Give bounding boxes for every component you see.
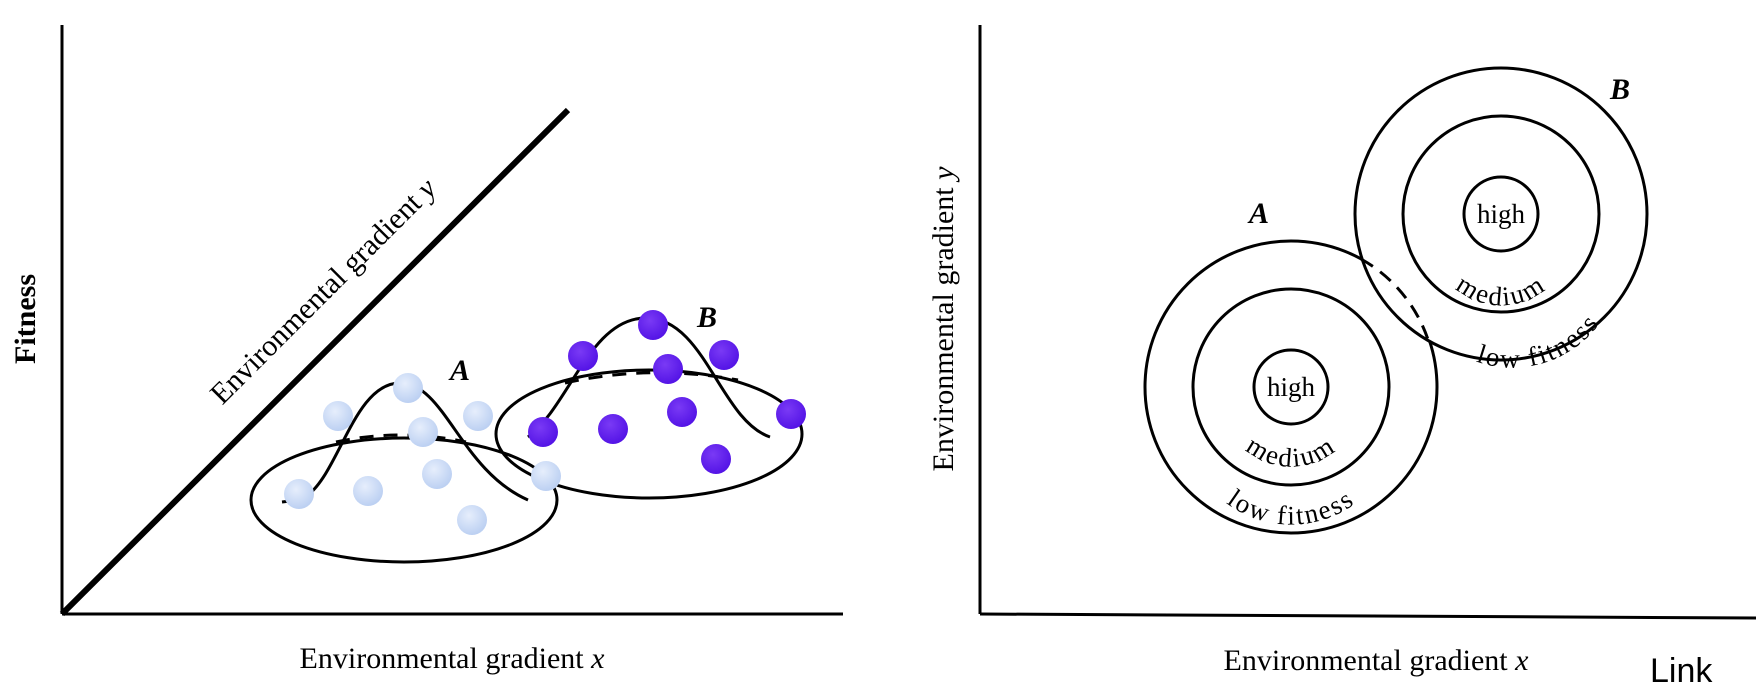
- fitness-axis-label: Fitness: [9, 274, 42, 364]
- peak-a-label: A: [448, 354, 470, 387]
- individual-b: [568, 341, 598, 371]
- zone-a-outer-ring: [1143, 239, 1439, 535]
- x-gradient-axis-label: Environmental gradient x: [300, 642, 606, 675]
- fitness-zone-b: [1353, 66, 1649, 362]
- zone-a-label: A: [1247, 197, 1269, 230]
- zone-b-middle-ring: [1401, 114, 1601, 314]
- zone-a-middle-ring: [1191, 287, 1391, 487]
- individual-b: [667, 397, 697, 427]
- individual-a: [422, 459, 452, 489]
- individual-a: [457, 505, 487, 535]
- individual-b: [701, 444, 731, 474]
- individual-b: [528, 417, 558, 447]
- zone-b-high-label: high: [1477, 199, 1526, 229]
- peak-b-dashed-base: [564, 371, 739, 385]
- y-gradient-axis-label-2: Environmental gradient y: [927, 166, 960, 472]
- y-label-2: Environmental gradient y: [927, 166, 960, 472]
- fitness-zone-a: [1143, 239, 1439, 535]
- left-panel: Fitness Environmental gradient x Environ…: [9, 25, 843, 675]
- zone-b-label: B: [1609, 73, 1630, 106]
- individual-a: [531, 461, 561, 491]
- individual-a: [323, 401, 353, 431]
- individual-a: [463, 401, 493, 431]
- niche-ellipse-a: [249, 436, 559, 564]
- population-b: [528, 310, 806, 474]
- overlap-dashed-boundary: [1360, 257, 1432, 347]
- peak-b-label: B: [696, 301, 717, 334]
- zone-b-inner-ring: [1462, 175, 1540, 253]
- zone-b-outer-ring: [1353, 66, 1649, 362]
- individual-b: [709, 340, 739, 370]
- individual-a: [284, 479, 314, 509]
- individual-a: [353, 476, 383, 506]
- individual-a: [408, 417, 438, 447]
- individual-b: [598, 414, 628, 444]
- niche-ellipse-b: [494, 368, 804, 500]
- individual-b: [653, 354, 683, 384]
- zone-a-inner-ring: [1252, 348, 1330, 426]
- population-a: [284, 373, 561, 535]
- zone-a-high-label: high: [1267, 372, 1316, 402]
- x-gradient-axis-2: [979, 612, 1756, 620]
- link[interactable]: Link: [1650, 652, 1713, 690]
- individual-a: [393, 373, 423, 403]
- individual-b: [776, 399, 806, 429]
- individual-b: [638, 310, 668, 340]
- x-gradient-axis-label-2: Environmental gradient x: [1224, 644, 1530, 677]
- right-panel: Environmental gradient y Environmental g…: [927, 25, 1756, 677]
- y-gradient-axis: [59, 107, 571, 617]
